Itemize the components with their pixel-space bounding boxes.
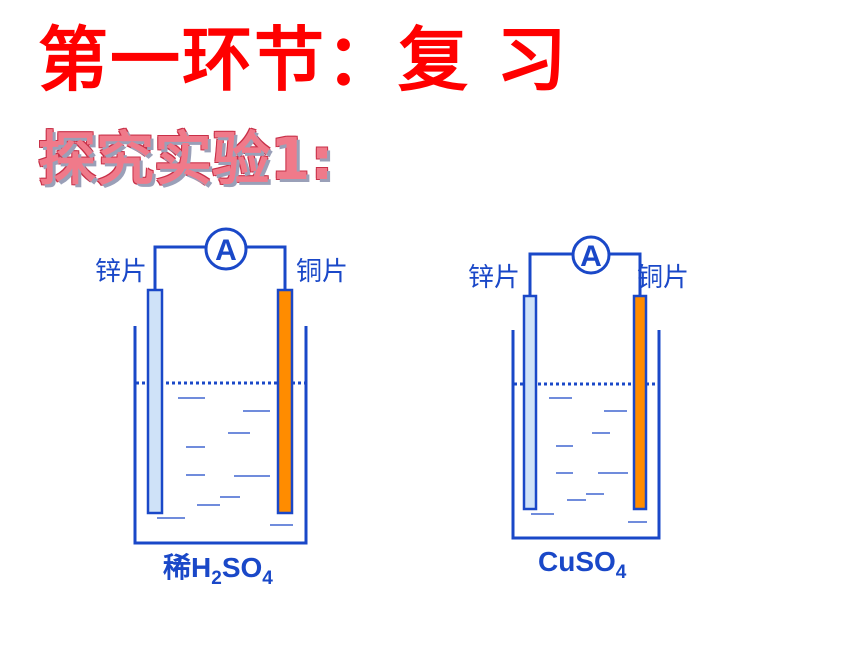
copper-electrode-2 [632,294,648,511]
beaker-1 [133,326,308,545]
solution-label-1: 稀H2SO4 [163,552,273,589]
copper-label-2: 铜片 [637,263,689,293]
page-title: 第一环节：复 习 [38,19,569,101]
liquid-marks-2 [531,397,647,523]
cell-1: A 锌片 铜片 稀H2SO4 [95,227,348,589]
copper-electrode-1 [276,288,294,515]
copper-label-1: 铜片 [296,257,348,287]
liquid-marks-1 [157,397,293,526]
ammeter-label-1: A [215,234,237,267]
wire-1 [153,245,287,290]
ammeter-1 [204,227,248,271]
zinc-electrode-2 [522,294,538,511]
ammeter-2 [571,235,611,275]
zinc-label-1: 锌片 [95,257,147,287]
solution-label-2: CuSO4 [538,546,627,583]
beaker-2 [511,330,661,540]
zinc-electrode-1 [146,288,164,515]
ammeter-label-2: A [580,240,602,273]
experiment-heading: 探究实验1: [38,125,334,193]
wire-2 [528,252,642,296]
zinc-label-2: 锌片 [468,263,520,293]
cell-2: A 锌片 铜片 CuSO4 [468,235,689,583]
